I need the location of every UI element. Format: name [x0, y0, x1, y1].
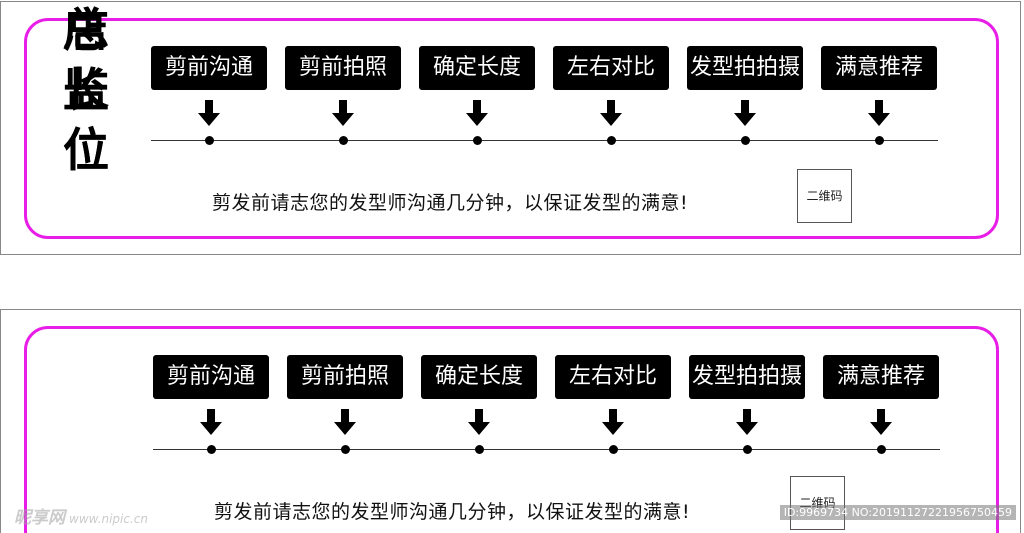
position-title-store-manager: 店 长 位	[58, 0, 114, 180]
step-box: 剪前沟通	[153, 355, 269, 399]
timeline-dot-icon	[339, 136, 348, 145]
arrow-down-icon	[870, 409, 892, 435]
card-frame	[24, 326, 999, 533]
process-steps: 剪前沟通 剪前拍照 确定长度 左右对比 发型拍拍摄 满意推荐	[0, 355, 1024, 475]
watermark-id: ID:9969734 NO:20191127221956750459	[779, 505, 1016, 520]
step-box: 确定长度	[421, 355, 537, 399]
arrow-down-icon	[200, 409, 222, 435]
timeline-line	[151, 140, 938, 141]
arrow-down-icon	[468, 409, 490, 435]
timeline-dot-icon	[205, 136, 214, 145]
timeline-dot-icon	[609, 445, 618, 454]
arrow-down-icon	[734, 100, 756, 126]
arrow-down-icon	[466, 100, 488, 126]
title-char: 位	[63, 123, 109, 177]
title-char: 长	[63, 63, 109, 117]
step-box: 剪前拍照	[287, 355, 403, 399]
timeline-dot-icon	[473, 136, 482, 145]
step-box: 发型拍拍摄	[687, 46, 803, 90]
watermark-brand-name: 昵享网	[14, 508, 65, 528]
timeline-dot-icon	[875, 136, 884, 145]
step-box: 满意推荐	[821, 46, 937, 90]
watermark-url: www.nipic.cn	[69, 512, 148, 526]
step-box: 发型拍拍摄	[689, 355, 805, 399]
notice-text: 剪发前请志您的发型师沟通几分钟，以保证发型的满意!	[214, 501, 691, 523]
position-card-director	[0, 309, 1021, 533]
arrow-down-icon	[332, 100, 354, 126]
timeline-dot-icon	[741, 136, 750, 145]
step-box: 确定长度	[419, 46, 535, 90]
qr-code-placeholder: 二维码	[790, 476, 845, 530]
timeline-dot-icon	[743, 445, 752, 454]
timeline-dot-icon	[207, 445, 216, 454]
arrow-down-icon	[868, 100, 890, 126]
qr-code-placeholder: 二维码	[797, 169, 852, 223]
title-char: 总	[63, 3, 109, 57]
timeline-dot-icon	[877, 445, 886, 454]
timeline-dot-icon	[607, 136, 616, 145]
step-box: 剪前沟通	[151, 46, 267, 90]
title-char: 店	[63, 3, 109, 57]
step-box: 左右对比	[553, 46, 669, 90]
arrow-down-icon	[736, 409, 758, 435]
title-char: 位	[63, 123, 109, 177]
notice-text: 剪发前请志您的发型师沟通几分钟，以保证发型的满意!	[212, 192, 689, 214]
watermark-brand: 昵享网 www.nipic.cn	[14, 503, 148, 528]
position-title-director: 总 监 位	[58, 0, 114, 180]
step-box: 左右对比	[555, 355, 671, 399]
arrow-down-icon	[602, 409, 624, 435]
arrow-down-icon	[600, 100, 622, 126]
step-box: 剪前拍照	[285, 46, 401, 90]
timeline-dot-icon	[475, 445, 484, 454]
timeline-line	[153, 449, 940, 450]
position-card-store-manager	[0, 1, 1021, 255]
timeline-dot-icon	[341, 445, 350, 454]
arrow-down-icon	[334, 409, 356, 435]
step-box: 满意推荐	[823, 355, 939, 399]
title-char: 监	[63, 63, 109, 117]
card-frame	[24, 18, 999, 239]
process-steps: 剪前沟通 剪前拍照 确定长度 左右对比 发型拍拍摄 满意推荐	[0, 46, 1024, 166]
arrow-down-icon	[198, 100, 220, 126]
